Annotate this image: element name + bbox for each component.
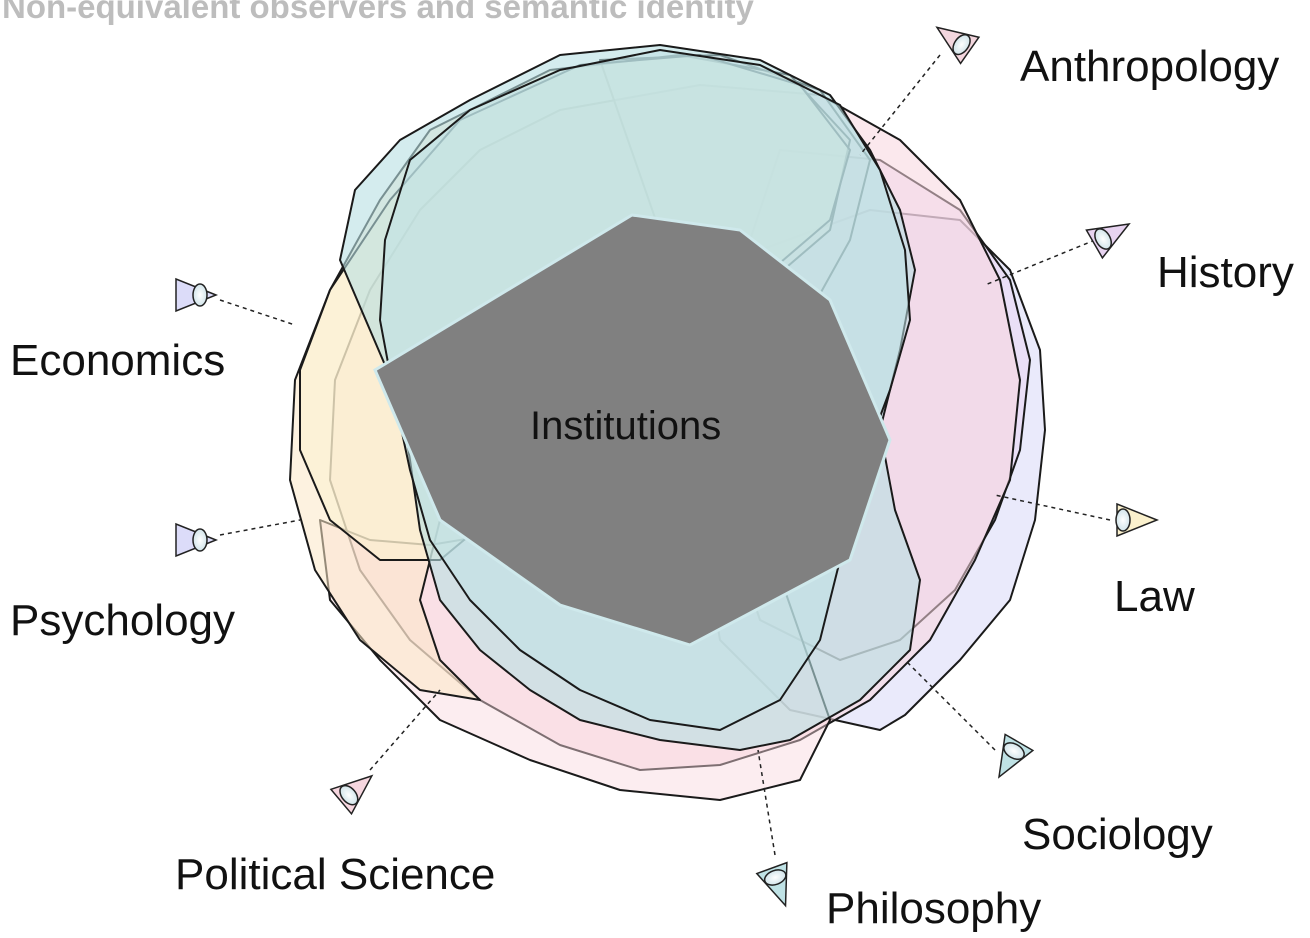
label-history: History — [1157, 248, 1294, 297]
eye-icon-political-science — [329, 774, 374, 816]
eye-icon-history — [1085, 222, 1131, 260]
institutions-shape — [373, 213, 892, 647]
leader-law — [994, 494, 1111, 521]
leader-sociology — [904, 659, 996, 751]
label-economics: Economics — [10, 336, 226, 385]
leader-philosophy — [757, 749, 776, 856]
leader-psychology — [219, 519, 301, 536]
leader-economics — [219, 299, 296, 326]
eye-icon-law — [1115, 502, 1160, 538]
eye-icon-psychology — [175, 522, 219, 558]
label-sociology: Sociology — [1022, 810, 1213, 859]
label-law: Law — [1114, 572, 1195, 621]
observer-leaders — [219, 54, 1111, 856]
center-label: Institutions — [530, 404, 722, 448]
eye-icon-philosophy — [755, 861, 788, 908]
observer-eyes — [175, 26, 1160, 908]
label-political-science: Political Science — [175, 850, 496, 899]
leader-history — [984, 239, 1096, 286]
eye-icon-anthropology — [935, 26, 981, 65]
label-philosophy: Philosophy — [826, 884, 1042, 933]
leader-anthropology — [859, 54, 941, 156]
eye-icon-economics — [175, 277, 219, 313]
label-anthropology: Anthropology — [1020, 42, 1280, 91]
leader-political-science — [369, 689, 441, 771]
label-psychology: Psychology — [10, 596, 236, 645]
diagram-title: Non-equivalent observers and semantic id… — [2, 0, 754, 25]
eye-icon-sociology — [997, 733, 1035, 779]
